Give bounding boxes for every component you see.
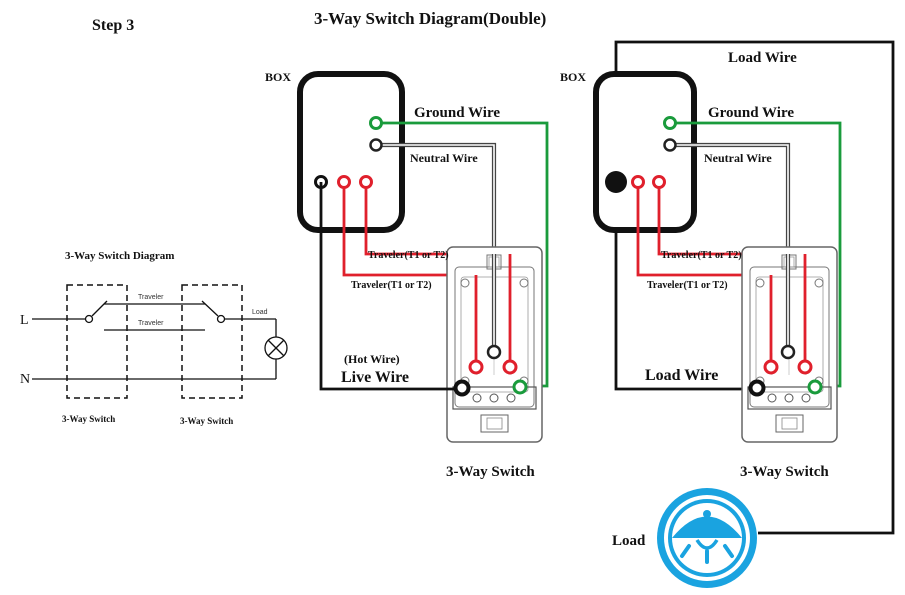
page-title: 3-Way Switch Diagram(Double) (314, 9, 546, 28)
left-traveler-2-label: Traveler(T1 or T2) (351, 280, 432, 291)
line-label: L (20, 313, 29, 328)
right-traveler-1-label: Traveler(T1 or T2) (661, 250, 742, 261)
left-traveler-1-label: Traveler(T1 or T2) (368, 250, 449, 261)
right-switch-t1-terminal (763, 359, 779, 375)
right-load-wire-label: Load Wire (645, 367, 718, 384)
right-switch-load-terminal (748, 379, 766, 397)
right-load-wire-top-label: Load Wire (728, 50, 797, 66)
lamp-symbol-icon (264, 336, 288, 360)
schematic-switch-2-label: 3-Way Switch (180, 416, 233, 426)
switch-2-pivot (216, 314, 226, 324)
left-box-label: BOX (265, 70, 291, 84)
schematic-switch-1-box (66, 284, 128, 399)
schematic-switch-1-label: 3-Way Switch (62, 414, 115, 424)
left-junction-box-icon (297, 71, 405, 233)
right-traveler-2-label: Traveler(T1 or T2) (647, 280, 728, 291)
load-label: Load (612, 533, 646, 549)
right-load-terminal (605, 171, 627, 193)
right-box-label: BOX (560, 70, 586, 84)
right-switch-t2-terminal (797, 359, 813, 375)
right-switch-ground-terminal (807, 379, 823, 395)
left-traveler-terminal-1 (337, 175, 351, 189)
right-switch-label: 3-Way Switch (740, 464, 829, 480)
left-switch-t1-terminal (468, 359, 484, 375)
traveler-top-label: Traveler (138, 294, 164, 301)
left-ground-wire-label: Ground Wire (414, 105, 500, 121)
left-neutral-terminal (369, 138, 383, 152)
traveler-bottom-label: Traveler (138, 320, 164, 327)
left-switch-neutral-terminal (486, 344, 502, 360)
left-switch-ground-terminal (512, 379, 528, 395)
right-traveler-terminal-1 (631, 175, 645, 189)
right-ground-terminal (663, 116, 677, 130)
left-switch-label: 3-Way Switch (446, 464, 535, 480)
right-wiring: BOX Load Wire Ground Wire Neutral Wire T (560, 40, 895, 535)
schematic: 3-Way Switch Diagram L N Traveler Travel… (20, 250, 288, 426)
step-label: Step 3 (92, 17, 134, 34)
lamp-icon (657, 488, 757, 588)
schematic-title: 3-Way Switch Diagram (65, 250, 174, 262)
schematic-load-label: Load (252, 309, 268, 316)
left-switch-live-terminal (453, 379, 471, 397)
switch-1-pivot (84, 314, 94, 324)
right-traveler-terminal-2 (652, 175, 666, 189)
left-ground-terminal (369, 116, 383, 130)
right-switch-neutral-terminal (780, 344, 796, 360)
neutral-label: N (20, 372, 30, 387)
left-switch-t2-terminal (502, 359, 518, 375)
right-neutral-wire-label: Neutral Wire (704, 151, 772, 165)
left-hot-wire-label: (Hot Wire) (344, 352, 400, 366)
left-wiring: BOX Ground Wire Neutral Wire T (265, 70, 549, 480)
schematic-switch-2-box (181, 284, 243, 399)
right-neutral-terminal (663, 138, 677, 152)
right-ground-wire-label: Ground Wire (708, 105, 794, 121)
right-junction-box-icon (593, 71, 697, 233)
left-live-wire-label: Live Wire (341, 369, 409, 386)
left-neutral-wire-label: Neutral Wire (410, 151, 478, 165)
left-traveler-terminal-2 (359, 175, 373, 189)
